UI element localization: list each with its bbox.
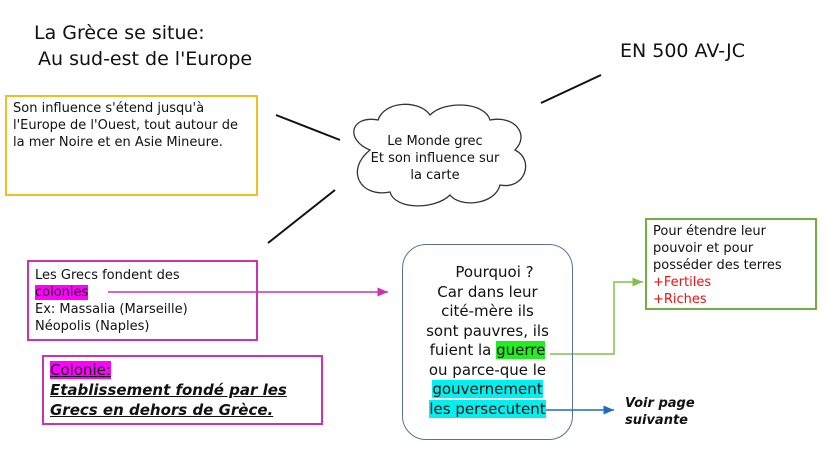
cloud-shape — [353, 103, 527, 207]
definition-box: Colonie: Etablissement fondé par les Gre… — [42, 355, 323, 425]
influence-box: Son influence s'étend jusqu'à l'Europe d… — [5, 95, 258, 196]
connector-line — [267, 189, 336, 244]
next-page-note: Voir page suivante — [625, 396, 695, 428]
location-title: La Grèce se situe: Au sud-est de l'Europ… — [34, 22, 253, 70]
connector-line — [275, 114, 341, 141]
connector-line — [540, 74, 602, 104]
definition-term: Colonie: — [50, 361, 111, 379]
guerre-highlight: guerre — [496, 341, 546, 359]
colonies-box: Les Grecs fondent des colonies Ex: Massa… — [27, 260, 258, 341]
goal-box: Pour étendre leur pouvoir et pour posséd… — [645, 218, 817, 310]
arrow-guerre — [550, 277, 643, 355]
why-box: Pourquoi ? Car dans leur cité-mère ils s… — [402, 244, 573, 440]
colonies-highlight: colonies — [35, 285, 89, 300]
date-label: EN 500 AV-JC — [620, 40, 746, 62]
cloud-text: Le Monde grec Et son influence sur la ca… — [370, 134, 500, 183]
